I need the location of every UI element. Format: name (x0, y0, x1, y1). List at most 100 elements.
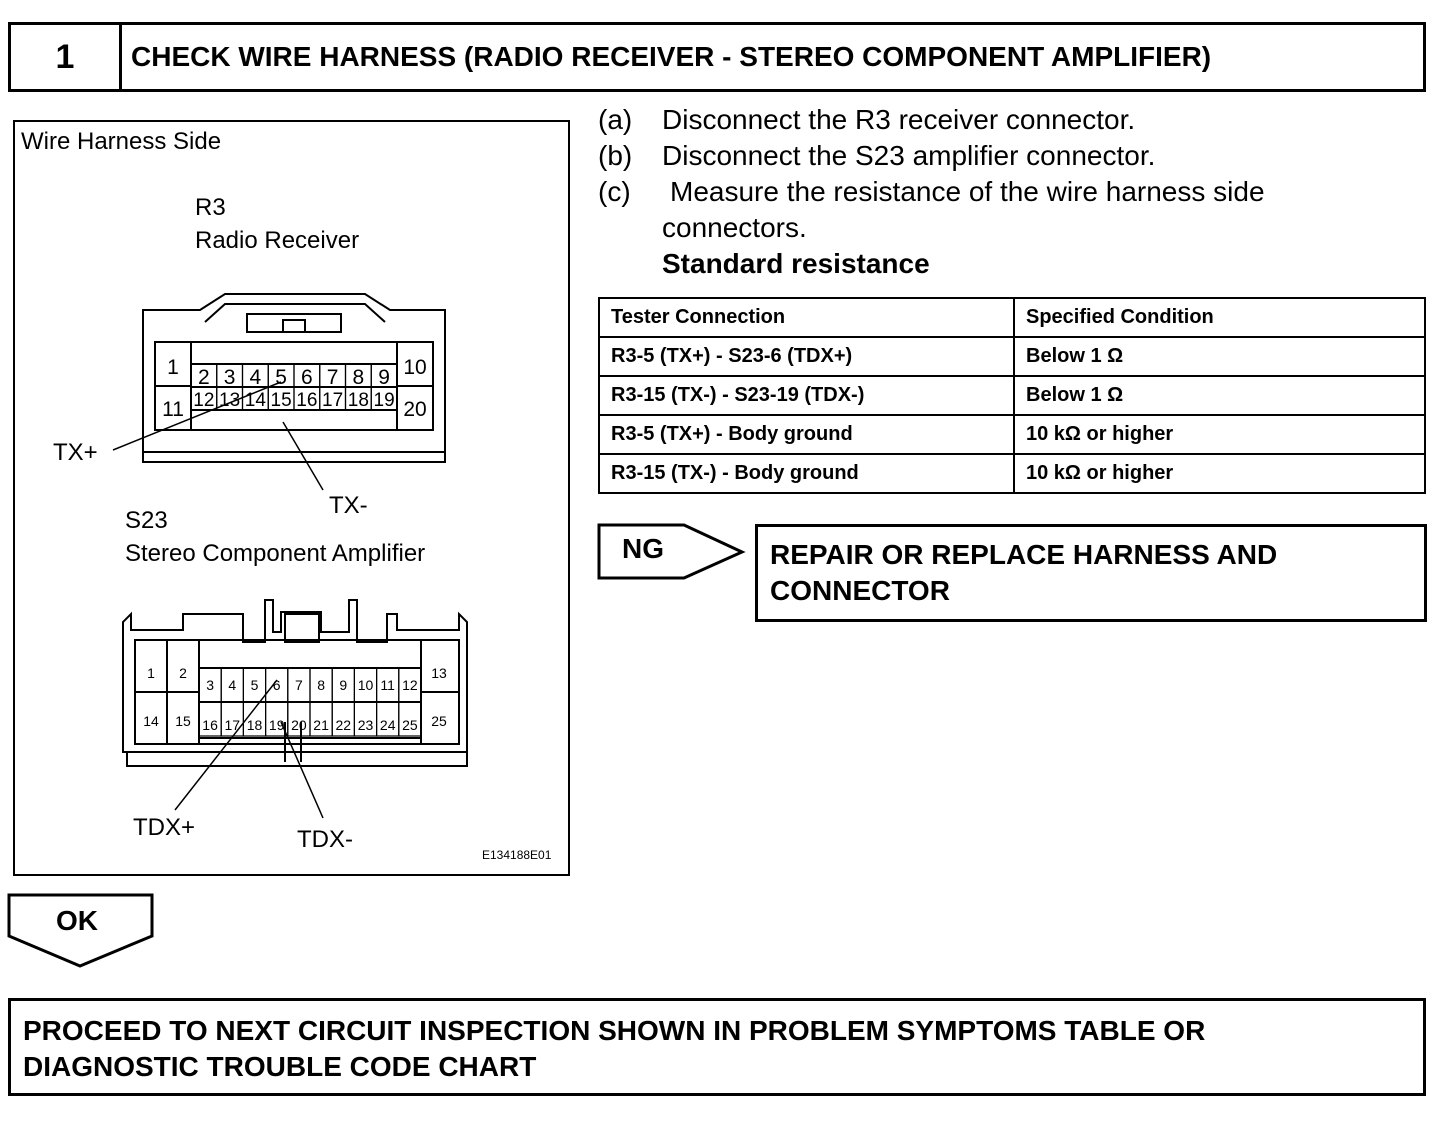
s23-pin: 24 (380, 717, 396, 733)
header-tester-connection: Tester Connection (598, 297, 1015, 338)
ng-result-line-2: CONNECTOR (770, 575, 950, 606)
step-number: 1 (11, 25, 122, 89)
leader-lines (112, 381, 324, 819)
connector-diagram: Wire Harness Side R3 Radio Receiver S23 … (13, 120, 570, 876)
specified-condition-cell: 10 kΩ or higher (1013, 453, 1426, 494)
s23-pin: 19 (269, 717, 285, 733)
s23-code: S23 (125, 507, 168, 534)
table-row: R3-5 (TX+) - S23-6 (TDX+) Below 1 Ω (598, 336, 1426, 377)
r3-pin: 7 (327, 366, 339, 389)
s23-pin: 16 (202, 717, 218, 733)
s23-pin: 4 (228, 677, 236, 693)
s23-pin: 7 (295, 677, 303, 693)
r3-pin: 16 (296, 390, 317, 411)
step-a-text: Disconnect the R3 receiver connector. (662, 104, 1136, 135)
s23-pin: 25 (402, 717, 418, 733)
s23-name: Stereo Component Amplifier (125, 540, 426, 567)
r3-pin: 3 (224, 366, 236, 389)
s23-pin: 18 (247, 717, 263, 733)
s23-pin: 3 (206, 677, 214, 693)
tdx-minus-leader (280, 721, 324, 819)
s23-pin: 2 (179, 665, 187, 681)
r3-pin: 8 (353, 366, 365, 389)
table-row: R3-15 (TX-) - Body ground 10 kΩ or highe… (598, 453, 1426, 494)
ok-result-line-2: DIAGNOSTIC TROUBLE CODE CHART (23, 1051, 537, 1082)
s23-pin: 15 (175, 713, 191, 729)
table-row: R3-5 (TX+) - Body ground 10 kΩ or higher (598, 414, 1426, 455)
r3-pin: 9 (378, 366, 390, 389)
table-header-row: Tester Connection Specified Condition (598, 297, 1426, 338)
r3-pin: 6 (301, 366, 313, 389)
s23-pin: 1 (147, 665, 155, 681)
s23-pin: 6 (273, 677, 281, 693)
step-b-marker: (b) (598, 140, 633, 171)
s23-pin: 10 (358, 677, 374, 693)
tx-minus-leader (282, 421, 324, 491)
s23-pin: 9 (339, 677, 347, 693)
step-title: CHECK WIRE HARNESS (RADIO RECEIVER - STE… (131, 41, 1212, 72)
header-specified-condition: Specified Condition (1013, 297, 1426, 338)
r3-pin: 2 (198, 366, 210, 389)
s23-pin: 23 (358, 717, 374, 733)
s23-pin: 5 (251, 677, 259, 693)
s23-pin: 22 (336, 717, 352, 733)
r3-name: Radio Receiver (195, 227, 360, 254)
tester-connection-cell: R3-5 (TX+) - S23-6 (TDX+) (598, 336, 1015, 377)
figure-code: E134188E01 (482, 848, 552, 862)
s23-pin: 13 (431, 665, 447, 681)
s23-pin: 20 (291, 717, 307, 733)
step-b-text: Disconnect the S23 amplifier connector. (662, 140, 1156, 171)
r3-pin: 14 (245, 390, 267, 411)
ok-result-line-1: PROCEED TO NEXT CIRCUIT INSPECTION SHOWN… (23, 1015, 1206, 1046)
tester-connection-cell: R3-15 (TX-) - Body ground (598, 453, 1015, 494)
ng-result-box: REPAIR OR REPLACE HARNESS AND CONNECTOR (755, 524, 1427, 622)
specified-condition-cell: Below 1 Ω (1013, 375, 1426, 416)
s23-pin: 21 (313, 717, 329, 733)
tester-connection-cell: R3-5 (TX+) - Body ground (598, 414, 1015, 455)
r3-pin: 1 (167, 356, 179, 379)
tdx-plus-label: TDX+ (133, 814, 196, 841)
tdx-plus-leader (174, 679, 278, 811)
diagram-heading: Wire Harness Side (21, 128, 222, 155)
s23-pin: 8 (317, 677, 325, 693)
tx-plus-label: TX+ (53, 439, 98, 466)
r3-pin: 17 (322, 390, 343, 411)
tx-plus-leader (112, 381, 282, 451)
s23-pin: 12 (402, 677, 418, 693)
step-c-marker: (c) (598, 176, 631, 207)
table-row: R3-15 (TX-) - S23-19 (TDX-) Below 1 Ω (598, 375, 1426, 416)
s23-pin-cell (398, 701, 422, 737)
ng-label: NG (622, 533, 664, 564)
standard-resistance-table: Tester Connection Specified Condition R3… (598, 297, 1426, 494)
s23-pin: 25 (431, 713, 447, 729)
r3-pin: 19 (374, 390, 395, 411)
s23-pin: 14 (143, 713, 159, 729)
step-header: 1 CHECK WIRE HARNESS (RADIO RECEIVER - S… (8, 22, 1426, 92)
step-c-text-2: connectors. (662, 212, 807, 243)
r3-pin: 4 (250, 366, 262, 389)
step-c-text-1: Measure the resistance of the wire harne… (670, 176, 1265, 207)
specified-condition-cell: Below 1 Ω (1013, 336, 1426, 377)
tdx-minus-label: TDX- (297, 826, 353, 853)
ok-label: OK (56, 905, 98, 936)
r3-code: R3 (195, 194, 226, 221)
tx-minus-label: TX- (329, 492, 368, 519)
r3-pin: 12 (193, 390, 214, 411)
r3-pin-cell (370, 386, 398, 411)
ok-arrow-tag (7, 893, 154, 968)
specified-condition-cell: 10 kΩ or higher (1013, 414, 1426, 455)
s23-pin: 17 (225, 717, 241, 733)
r3-pin: 20 (403, 398, 426, 421)
step-a-marker: (a) (598, 104, 633, 135)
r3-pin: 18 (348, 390, 369, 411)
r3-pin: 10 (403, 356, 426, 379)
r3-pin: 15 (271, 390, 292, 411)
ng-result-line-1: REPAIR OR REPLACE HARNESS AND (770, 539, 1278, 570)
tester-connection-cell: R3-15 (TX-) - S23-19 (TDX-) (598, 375, 1015, 416)
ng-arrow-tag (597, 523, 746, 580)
r3-pin: 5 (275, 366, 287, 389)
standard-resistance-label: Standard resistance (662, 248, 930, 279)
r3-pin: 11 (162, 398, 184, 421)
s23-pin: 11 (380, 677, 395, 693)
